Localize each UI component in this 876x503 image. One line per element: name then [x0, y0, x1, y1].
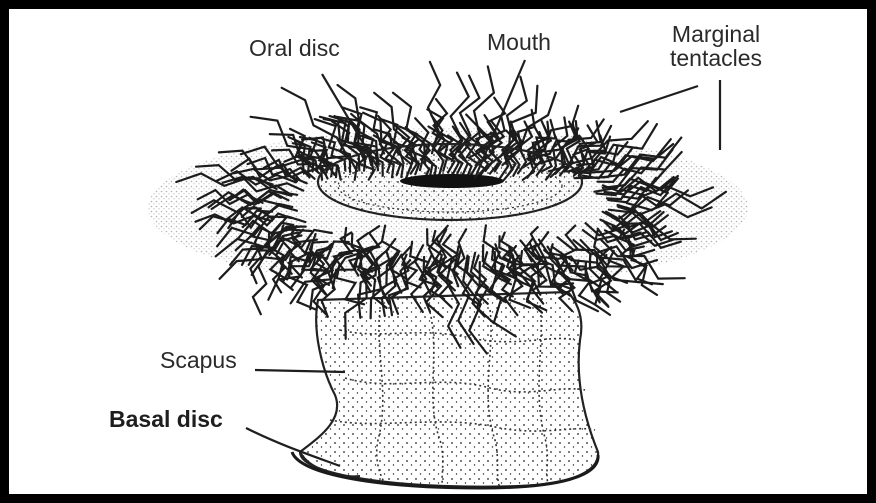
label-oral-disc: Oral disc — [249, 36, 340, 60]
label-mouth: Mouth — [487, 30, 551, 54]
label-marginal-tentacles: Marginal tentacles — [670, 22, 762, 70]
label-marginal-line1: Marginal — [670, 22, 762, 46]
label-basal-disc: Basal disc — [109, 407, 223, 431]
label-scapus: Scapus — [160, 348, 237, 372]
mouth-slit — [400, 174, 504, 188]
label-marginal-line2: tentacles — [670, 46, 762, 70]
